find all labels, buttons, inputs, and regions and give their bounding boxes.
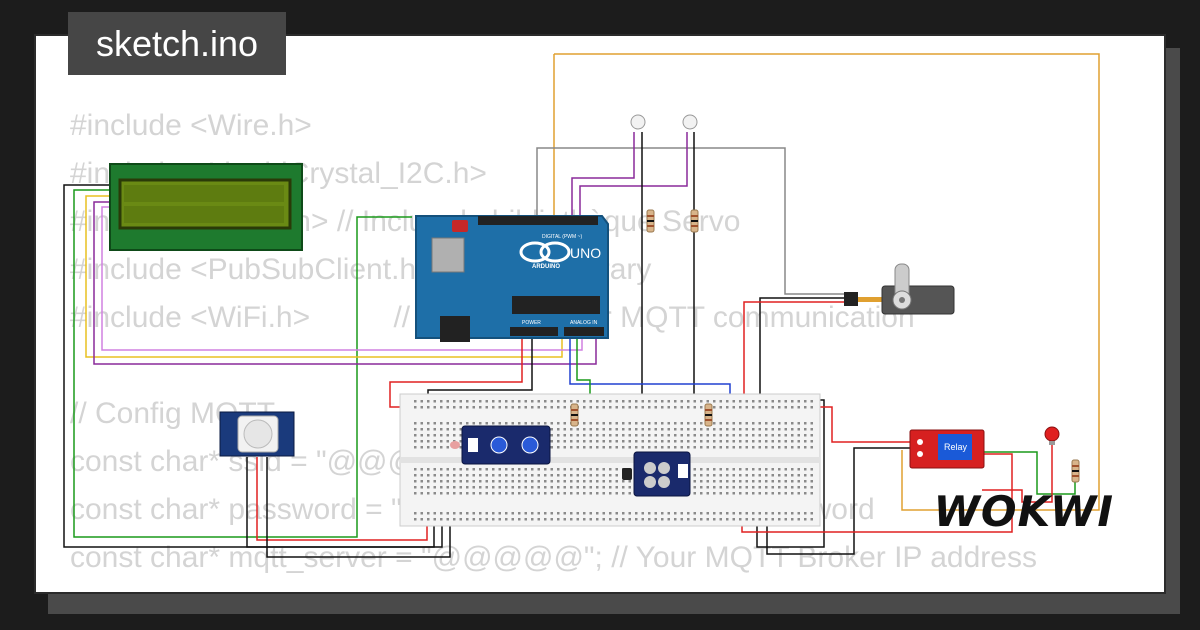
resistor: [1071, 459, 1080, 483]
code-line: #include <Wire.h>: [70, 109, 312, 142]
file-tab-label[interactable]: sketch.ino: [68, 12, 286, 75]
resistor: [690, 209, 699, 233]
code-line: const char* mqtt_server = "@@@@@"; // Yo…: [70, 541, 1037, 574]
arduino-model-label: UNO: [570, 245, 601, 261]
project-preview-card[interactable]: #include <Wire.h> #include <LiquidCrysta…: [34, 34, 1166, 594]
wokwi-logo: WOKWI: [933, 487, 1114, 536]
led-white-1: [630, 114, 646, 130]
resistor: [646, 209, 655, 233]
lcd-display: [109, 163, 303, 251]
relay-label: Relay: [944, 442, 968, 452]
resistor: [704, 403, 713, 427]
ir-sensor-module: [622, 451, 691, 497]
pir-motion-sensor: [219, 411, 295, 457]
circuit-diagram: UNO ARDUINO DIGITAL (PWM ~) ANALOG IN PO…: [63, 53, 1100, 558]
servo-motor: [844, 263, 955, 315]
arduino-brand-label: ARDUINO: [532, 264, 560, 270]
led-white-2: [682, 114, 698, 130]
relay-module: Relay: [909, 429, 985, 469]
resistor: [570, 403, 579, 427]
photoresistor-module: [450, 425, 551, 465]
digital-pins-label: DIGITAL (PWM ~): [542, 234, 582, 240]
led-red: [1044, 426, 1060, 445]
power-pins-label: POWER: [522, 320, 541, 326]
arduino-uno-board: UNO ARDUINO DIGITAL (PWM ~) ANALOG IN PO…: [415, 215, 609, 342]
analog-pins-label: ANALOG IN: [570, 320, 598, 326]
breadboard: [399, 393, 821, 527]
